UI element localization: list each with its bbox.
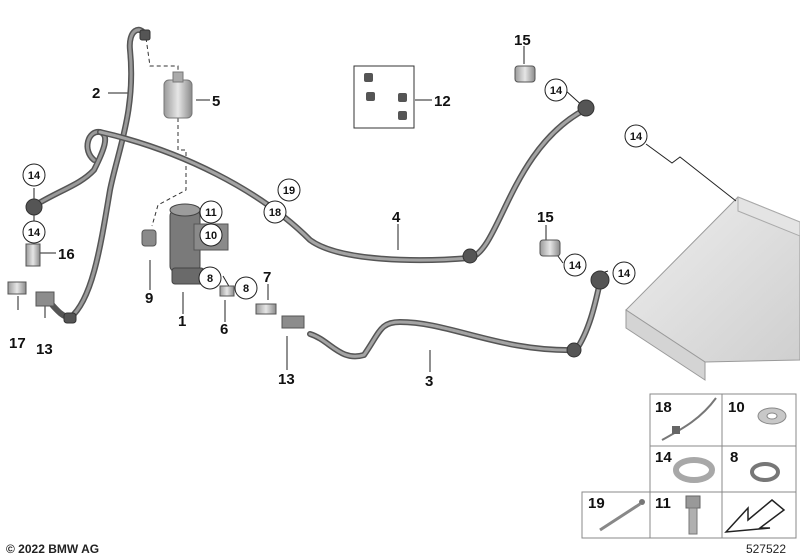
callout-12: 12	[434, 93, 451, 110]
callout-6: 6	[220, 321, 228, 338]
callout-5: 5	[212, 93, 220, 110]
callout-7: 7	[263, 269, 271, 286]
callout-9: 9	[145, 290, 153, 307]
callout-1: 1	[178, 313, 186, 330]
key-label-10: 10	[728, 399, 745, 416]
circled-11: 11	[205, 207, 217, 219]
circled-14-e: 14	[569, 260, 582, 272]
key-label-8: 8	[730, 449, 738, 466]
key-19-part-icon	[599, 502, 641, 532]
filter-part-5	[163, 71, 193, 119]
key-label-11: 11	[655, 495, 671, 512]
hose-joints	[25, 29, 610, 358]
circled-14-a: 14	[28, 170, 41, 182]
copyright-text: © 2022 BMW AG	[6, 542, 100, 556]
circled-14-f: 14	[618, 268, 631, 280]
callout-2: 2	[92, 85, 100, 102]
callout-3: 3	[425, 373, 433, 390]
fittings	[7, 65, 561, 329]
key-label-19: 19	[588, 495, 605, 512]
circled-14-d: 14	[630, 131, 643, 143]
circled-10: 10	[205, 230, 217, 242]
callout-4: 4	[392, 209, 401, 226]
callout-13-center: 13	[278, 371, 295, 388]
callout-16: 16	[58, 246, 75, 263]
key-11-part-icon	[685, 495, 701, 535]
key-18-part-icon	[661, 397, 717, 441]
key-14-part-icon	[673, 457, 715, 483]
circled-8-b: 8	[243, 283, 249, 295]
key-panel: 18 10 14 8 19 11	[581, 393, 797, 539]
direction-arrow-icon	[724, 499, 786, 533]
box-part-12	[353, 65, 415, 129]
key-label-18: 18	[655, 399, 672, 416]
circled-18: 18	[269, 207, 281, 219]
callout-15-top: 15	[514, 32, 531, 49]
circled-callouts	[22, 78, 648, 300]
key-label-14: 14	[655, 449, 672, 466]
heater-core	[625, 196, 800, 381]
circled-14-c: 14	[550, 85, 563, 97]
dashed-leaders	[145, 37, 187, 227]
image-number: 527522	[745, 542, 786, 556]
callout-17: 17	[9, 335, 26, 352]
circled-19: 19	[283, 185, 295, 197]
circled-8-a: 8	[207, 273, 213, 285]
key-8-part-icon	[750, 462, 780, 482]
hose-lines	[31, 26, 603, 360]
circled-callout-labels: 14 14 14 14 14 14 11 10 8 8 19 18	[28, 85, 643, 295]
callout-numbers: 2 5 12 4 16 9 1 6 7 17 13 13 3 15 15	[9, 32, 554, 390]
callout-15-right: 15	[537, 209, 554, 226]
circled-14-b: 14	[28, 227, 41, 239]
callout-13-left: 13	[36, 341, 53, 358]
